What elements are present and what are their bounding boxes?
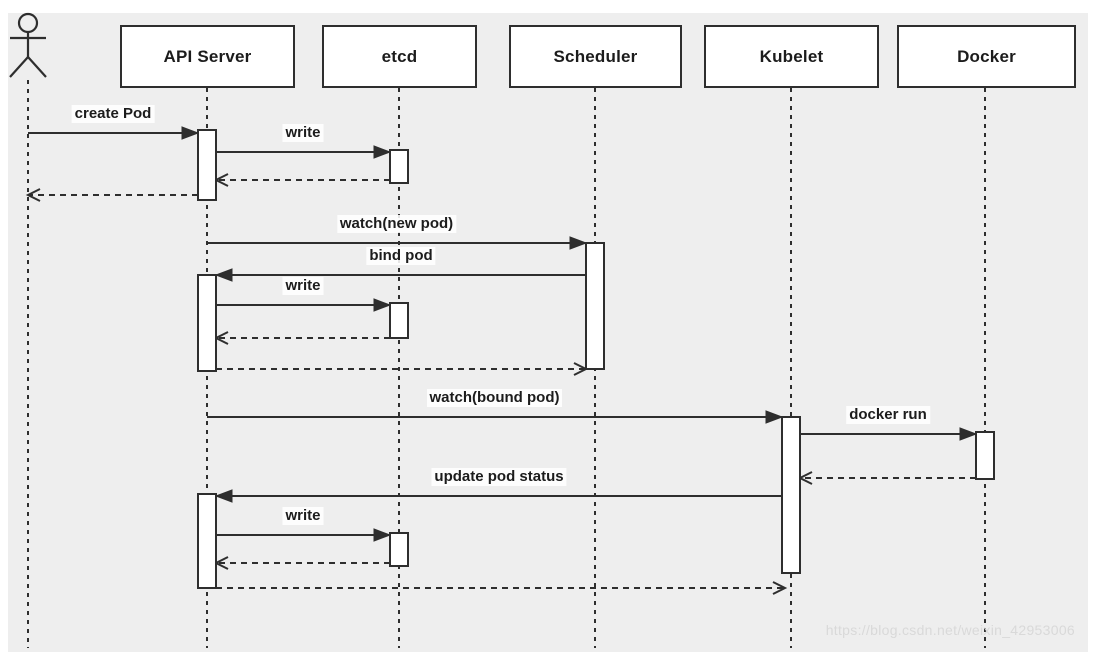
- message-label: write: [282, 277, 324, 295]
- message-label: update pod status: [431, 468, 567, 486]
- activation-bar-etcd: [389, 532, 409, 567]
- participant-label: API Server: [163, 46, 252, 66]
- participant-box-kubelet: Kubelet: [704, 25, 879, 88]
- participant-box-api: API Server: [120, 25, 295, 88]
- message-label: watch(new pod): [336, 215, 457, 233]
- message-label: bind pod: [366, 247, 436, 265]
- activation-bar-docker: [975, 431, 995, 480]
- participant-label: Kubelet: [759, 46, 824, 66]
- participant-label: Scheduler: [553, 46, 638, 66]
- watermark-text: https://blog.csdn.net/weixin_42953006: [825, 622, 1075, 638]
- message-label: write: [282, 124, 324, 142]
- activation-bar-etcd: [389, 302, 409, 339]
- actor-figure: [9, 12, 47, 78]
- message-label: watch(bound pod): [426, 389, 563, 407]
- participant-label: Docker: [957, 46, 1016, 66]
- activation-bar-kubelet: [781, 416, 801, 574]
- activation-bar-etcd: [389, 149, 409, 184]
- participant-label: etcd: [381, 46, 418, 66]
- participant-box-sched: Scheduler: [509, 25, 682, 88]
- diagram-background-panel: [8, 13, 1088, 652]
- participant-box-etcd: etcd: [322, 25, 477, 88]
- message-label: write: [282, 507, 324, 525]
- activation-bar-api: [197, 493, 217, 589]
- message-label: docker run: [846, 406, 930, 424]
- participant-box-docker: Docker: [897, 25, 1076, 88]
- activation-bar-api: [197, 129, 217, 201]
- activation-bar-sched: [585, 242, 605, 370]
- activation-bar-api: [197, 274, 217, 372]
- message-label: create Pod: [71, 105, 155, 123]
